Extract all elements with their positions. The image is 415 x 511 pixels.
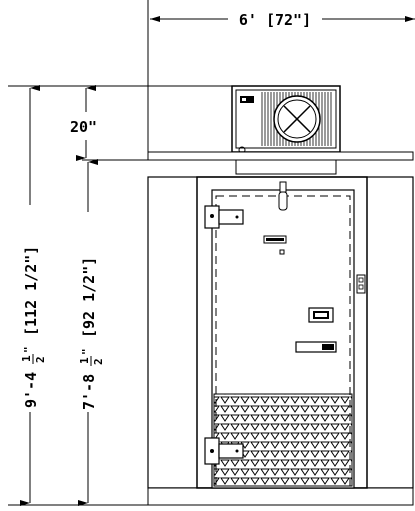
fan-x-icon: [273, 95, 321, 143]
box-height-bracket-label: [92 1/2"]: [80, 257, 98, 338]
box-height-label: 7'-8: [80, 374, 98, 410]
overall-height-frac-bottom: 2: [34, 356, 47, 363]
overall-height-frac-top: 1: [20, 355, 33, 362]
door-assembly: [196, 176, 368, 489]
overall-height-unit: ": [22, 346, 35, 353]
condenser-height-dimension: 20": [70, 85, 97, 161]
hinge-icon: [204, 437, 244, 465]
hinge-icon: [204, 205, 244, 229]
width-dimension-label: 6' [72"]: [239, 11, 311, 29]
thermometer-icon: [308, 307, 334, 323]
overall-height-label: 9'-4: [22, 372, 40, 408]
box-height-dimension: 7'-8 1 2 " [92 1/2"]: [78, 159, 105, 506]
roof-line: [147, 151, 414, 161]
door-handle[interactable]: [295, 341, 337, 353]
box-height-frac-bottom: 2: [92, 358, 105, 365]
door-kickplate: [213, 393, 353, 487]
overall-height-bracket-label: [112 1/2"]: [22, 246, 40, 336]
light-switch-icon: [356, 274, 366, 294]
width-dimension: 6' [72"]: [147, 0, 415, 160]
condensing-unit-inner-frame: [235, 89, 337, 149]
nameplate-icon: [263, 235, 287, 255]
condenser-curb: [235, 159, 337, 175]
floor-panel: [147, 487, 414, 506]
latch-icon: [278, 181, 288, 211]
overall-height-dimension: 9'-4 1 2 " [112 1/2"]: [20, 85, 47, 506]
condensing-unit-label-plate: [240, 96, 254, 103]
box-height-unit: ": [80, 348, 93, 355]
condensing-unit: [231, 85, 341, 154]
condenser-height-label: 20": [70, 118, 97, 136]
box-height-frac-top: 1: [78, 357, 91, 364]
